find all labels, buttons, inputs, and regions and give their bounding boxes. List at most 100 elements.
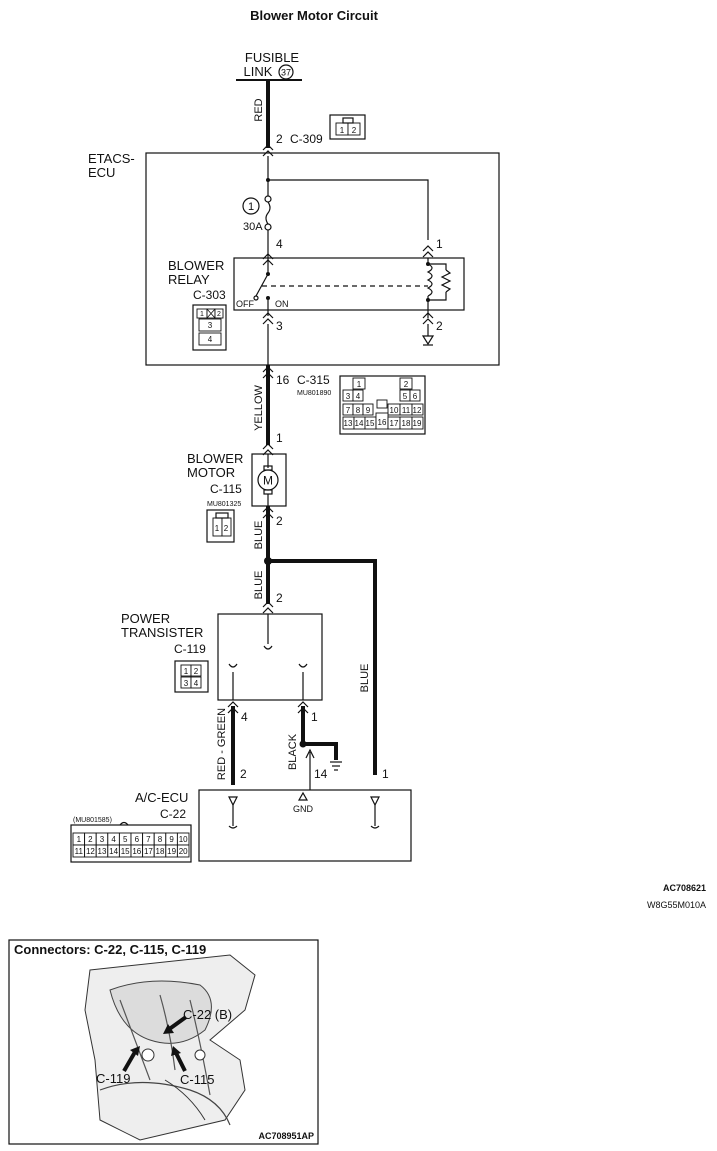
fuse-rating: 30A <box>243 221 263 233</box>
c22-part-no: (MU801585) <box>73 817 112 824</box>
c315-part-no: MU801890 <box>297 390 331 397</box>
c22-cell: 8 <box>158 835 163 844</box>
gnd-label: GND <box>293 804 314 814</box>
c315-cell: 3 <box>346 392 351 401</box>
diagram-title: Blower Motor Circuit <box>250 8 379 23</box>
transister-connector-label: C-119 <box>174 642 206 656</box>
ac-ecu-label: A/C-ECU <box>135 790 188 805</box>
c119-cell-2: 2 <box>194 667 199 676</box>
c22-cell: 12 <box>86 847 95 856</box>
motor-label-1: BLOWER <box>187 451 243 466</box>
relay-label-1: BLOWER <box>168 258 224 273</box>
arrow-c115-head <box>171 1046 181 1056</box>
connector-mark <box>262 312 274 319</box>
c309-cell-1: 1 <box>340 126 345 135</box>
ground-icon <box>421 335 435 346</box>
fuse-number-circle <box>242 197 260 215</box>
connector-mark <box>227 701 239 708</box>
connector-mark <box>262 144 274 151</box>
ac-ecu-connector-label: C-22 <box>160 807 186 821</box>
transister-pin-4: 4 <box>241 710 248 724</box>
c315-connector-icon: 1 2 3 4 5 6 7 8 9 10 11 12 13 14 15 16 1… <box>339 375 426 435</box>
connector-mark <box>228 663 238 668</box>
relay-contact-on <box>266 296 270 300</box>
coil-resistor-wire <box>428 263 447 270</box>
coil-resistor-icon <box>440 269 452 293</box>
connector-mark <box>228 825 238 829</box>
c22-cell: 13 <box>98 847 107 856</box>
etacs-label-2: ECU <box>88 165 115 180</box>
connector-mark <box>262 318 274 325</box>
black-ground-wire <box>303 742 338 760</box>
dashboard-photo <box>84 954 256 1141</box>
wire-label-yellow: YELLOW <box>253 384 265 430</box>
motor-pin-2: 2 <box>276 514 283 528</box>
ac-ecu-pin-2: 2 <box>240 767 247 781</box>
c22-cell: 19 <box>167 847 176 856</box>
etacs-label-1: ETACS- <box>88 151 135 166</box>
relay-on-label: ON <box>275 299 289 309</box>
connector-label-c22: C-22 (B) <box>183 1007 232 1022</box>
relay-pin-4: 4 <box>276 237 283 251</box>
c115-cell-2: 2 <box>224 524 229 533</box>
gnd-mark <box>297 791 309 801</box>
c315-cell: 17 <box>390 419 399 428</box>
motor-symbol: M <box>263 474 273 488</box>
connectors-panel <box>8 939 319 1145</box>
c315-cell: 5 <box>403 392 408 401</box>
connector-mark <box>262 366 274 373</box>
c315-cell: 11 <box>402 406 411 415</box>
c22-cell: 7 <box>146 835 151 844</box>
c303-connector-icon: 1 2 3 4 <box>192 304 227 351</box>
c22-cell: 11 <box>75 847 84 856</box>
connector-mark <box>262 449 274 456</box>
arrow-c119 <box>122 1050 137 1073</box>
blue-wire-3 <box>268 559 377 775</box>
input-mark <box>370 796 380 807</box>
etacs-connector-label: C-309 <box>290 132 323 146</box>
c315-cell: 7 <box>346 406 351 415</box>
relay-coil-icon <box>426 263 433 297</box>
c315-cell: 13 <box>344 419 353 428</box>
fusible-link-label-1: FUSIBLE <box>245 50 300 65</box>
connector-label-c115: C-115 <box>180 1072 214 1087</box>
c315-cell: 15 <box>366 419 375 428</box>
c315-cell: 1 <box>357 380 362 389</box>
wire-label-blue-2: BLUE <box>253 571 265 600</box>
connector-mark <box>262 253 274 260</box>
c22-cell: 20 <box>179 847 188 856</box>
c315-cell: 16 <box>378 418 387 427</box>
motor-label-2: MOTOR <box>187 465 235 480</box>
c22-cell: 5 <box>123 835 128 844</box>
arrow-c22 <box>166 1015 188 1032</box>
ac-ecu-pin-14: 14 <box>314 767 328 781</box>
relay-pin-2: 2 <box>436 319 443 333</box>
c119-cell-3: 3 <box>184 679 189 688</box>
c315-connector-label: C-315 <box>297 373 330 387</box>
connector-mark <box>262 601 274 608</box>
c115-connector-icon: 1 2 <box>206 509 235 543</box>
c22-cell-frame <box>176 844 190 858</box>
c315-cell: 12 <box>413 406 422 415</box>
arrow-c22-head <box>163 1024 174 1034</box>
ac-ecu-box <box>198 789 412 862</box>
motor-pin-1: 1 <box>276 431 283 445</box>
relay-off-label: OFF <box>236 299 254 309</box>
c22-cell: 9 <box>169 835 174 844</box>
c315-cell: 6 <box>413 392 418 401</box>
c315-cell: 4 <box>356 392 361 401</box>
etacs-pin-2: 2 <box>276 132 283 146</box>
c315-pin: 16 <box>276 373 290 387</box>
connector-mark <box>422 312 434 319</box>
relay-switch-arm <box>255 273 269 297</box>
arrow-c119-head <box>130 1046 140 1056</box>
c303-cell-1: 1 <box>200 311 204 318</box>
wire-label-red: RED <box>253 98 265 121</box>
gnd-arrow-head <box>305 748 315 759</box>
c315-cell: 2 <box>404 380 409 389</box>
c315-cell: 8 <box>356 406 361 415</box>
connector-mark <box>422 245 434 252</box>
fusible-link-number: 37 <box>281 68 291 78</box>
